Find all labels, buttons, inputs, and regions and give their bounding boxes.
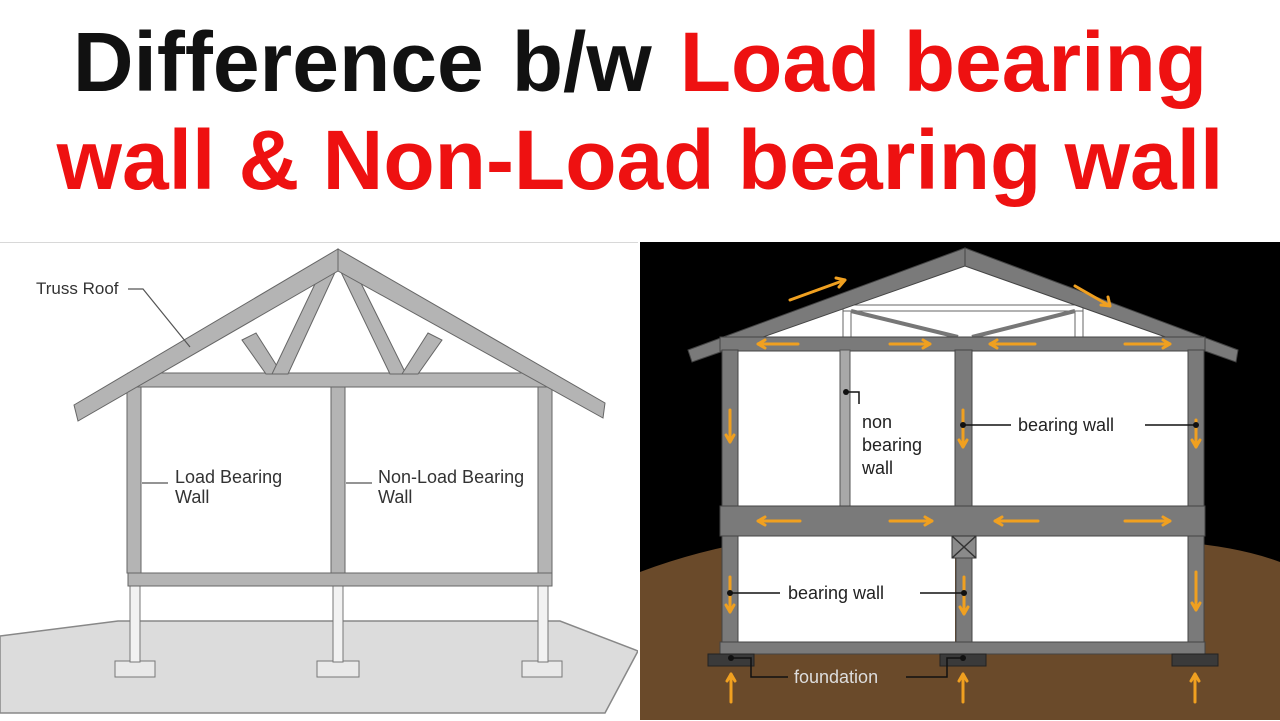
arrow-ceiling-1 — [756, 338, 800, 350]
title-line-2: wall & Non-Load bearing wall — [56, 113, 1224, 207]
pier-right — [537, 585, 549, 663]
room-upper-middle — [850, 350, 955, 506]
right-diagram-panel: non bearing wall bearing wall bearing wa… — [640, 242, 1280, 720]
arrow-roof-left — [788, 276, 847, 302]
pier-left — [129, 585, 141, 663]
arrow-ceiling-3 — [988, 338, 1037, 350]
ceiling-joist — [127, 372, 553, 388]
left-house-diagram: Truss Roof Load Bearing Wall Non-Load Be… — [0, 248, 638, 714]
label-non-bearing-1: non — [862, 412, 892, 432]
label-non-bearing-2: bearing — [862, 435, 922, 455]
label-non-load-1: Non-Load Bearing — [378, 467, 524, 487]
label-non-bearing-3: wall — [861, 458, 893, 478]
arrow-foundation-left — [725, 672, 737, 704]
label-non-load-2: Wall — [378, 487, 412, 507]
foundation-leader-right — [906, 657, 963, 678]
dot-non-bearing — [843, 389, 849, 395]
label-foundation: foundation — [794, 667, 878, 687]
title-line-1: Difference b/w Load bearing — [0, 12, 1280, 112]
arrow-floor-4 — [1123, 515, 1172, 527]
foundation-leader-left — [731, 657, 788, 678]
floor-beam — [127, 572, 553, 587]
leader-lines — [730, 391, 1196, 678]
label-load-bearing-2: Wall — [175, 487, 209, 507]
room-upper-right — [972, 350, 1188, 506]
label-load-bearing-1: Load Bearing — [175, 467, 282, 487]
dot-upper-middle — [960, 422, 966, 428]
label-bearing-wall-upper: bearing wall — [1018, 415, 1114, 435]
non-load-bearing-wall — [330, 385, 346, 574]
upper-non-bearing-wall — [839, 349, 851, 507]
attic-brace-2 — [971, 309, 1076, 339]
arrow-floor-3 — [993, 515, 1040, 527]
title-area: Difference b/w Load bearing wall & Non-Loa… — [0, 0, 1280, 240]
title-difference: Difference — [72, 15, 484, 109]
arrow-ceiling-4 — [1123, 338, 1172, 350]
ground-slab — [719, 641, 1206, 655]
arrow-upper-wall-left — [724, 408, 736, 444]
truss-web-4 — [401, 332, 443, 375]
label-bearing-wall-lower: bearing wall — [788, 583, 884, 603]
load-bearing-wall-left — [126, 385, 142, 574]
foundation-right — [1171, 653, 1219, 667]
load-bearing-wall-right — [537, 385, 553, 574]
title-bw: b/w — [511, 15, 652, 109]
arrow-floor-2 — [888, 515, 934, 527]
left-diagram-panel: Truss Roof Load Bearing Wall Non-Load Be… — [0, 242, 638, 721]
footing-left — [114, 660, 156, 678]
dot-foundation-left — [728, 655, 734, 661]
dot-foundation-middle — [960, 655, 966, 661]
title-load-bearing: Load bearing — [679, 15, 1208, 109]
leader-dots — [727, 389, 1199, 661]
arrow-foundation-right — [1189, 672, 1201, 704]
arrow-lower-wall-right — [1190, 570, 1202, 612]
arrow-ceiling-2 — [888, 338, 932, 350]
beam-post-cross-2 — [951, 535, 977, 559]
footing-right — [521, 660, 563, 678]
arrow-upper-wall-middle — [957, 408, 969, 449]
truss-roof-leader — [128, 288, 191, 348]
right-house-diagram: non bearing wall bearing wall bearing wa… — [640, 247, 1280, 720]
rafter-right — [337, 248, 606, 419]
arrow-roof-right — [1073, 284, 1112, 308]
footing-middle — [316, 660, 360, 678]
dot-upper-right — [1193, 422, 1199, 428]
dot-lower-left — [727, 590, 733, 596]
arrow-floor-1 — [756, 515, 802, 527]
attic-brace-1 — [850, 309, 959, 339]
pier-middle — [332, 585, 344, 663]
foundation-label-bg — [790, 664, 902, 688]
arrow-foundation-middle — [957, 672, 969, 704]
label-truss-roof: Truss Roof — [36, 279, 119, 298]
attic-tie — [842, 304, 1084, 312]
dot-lower-middle — [961, 590, 967, 596]
room-lower-left — [738, 536, 955, 642]
non-bearing-leader — [846, 391, 860, 404]
load-path-arrows — [724, 276, 1202, 704]
room-lower-right — [972, 536, 1188, 642]
room-upper-left — [738, 350, 840, 506]
